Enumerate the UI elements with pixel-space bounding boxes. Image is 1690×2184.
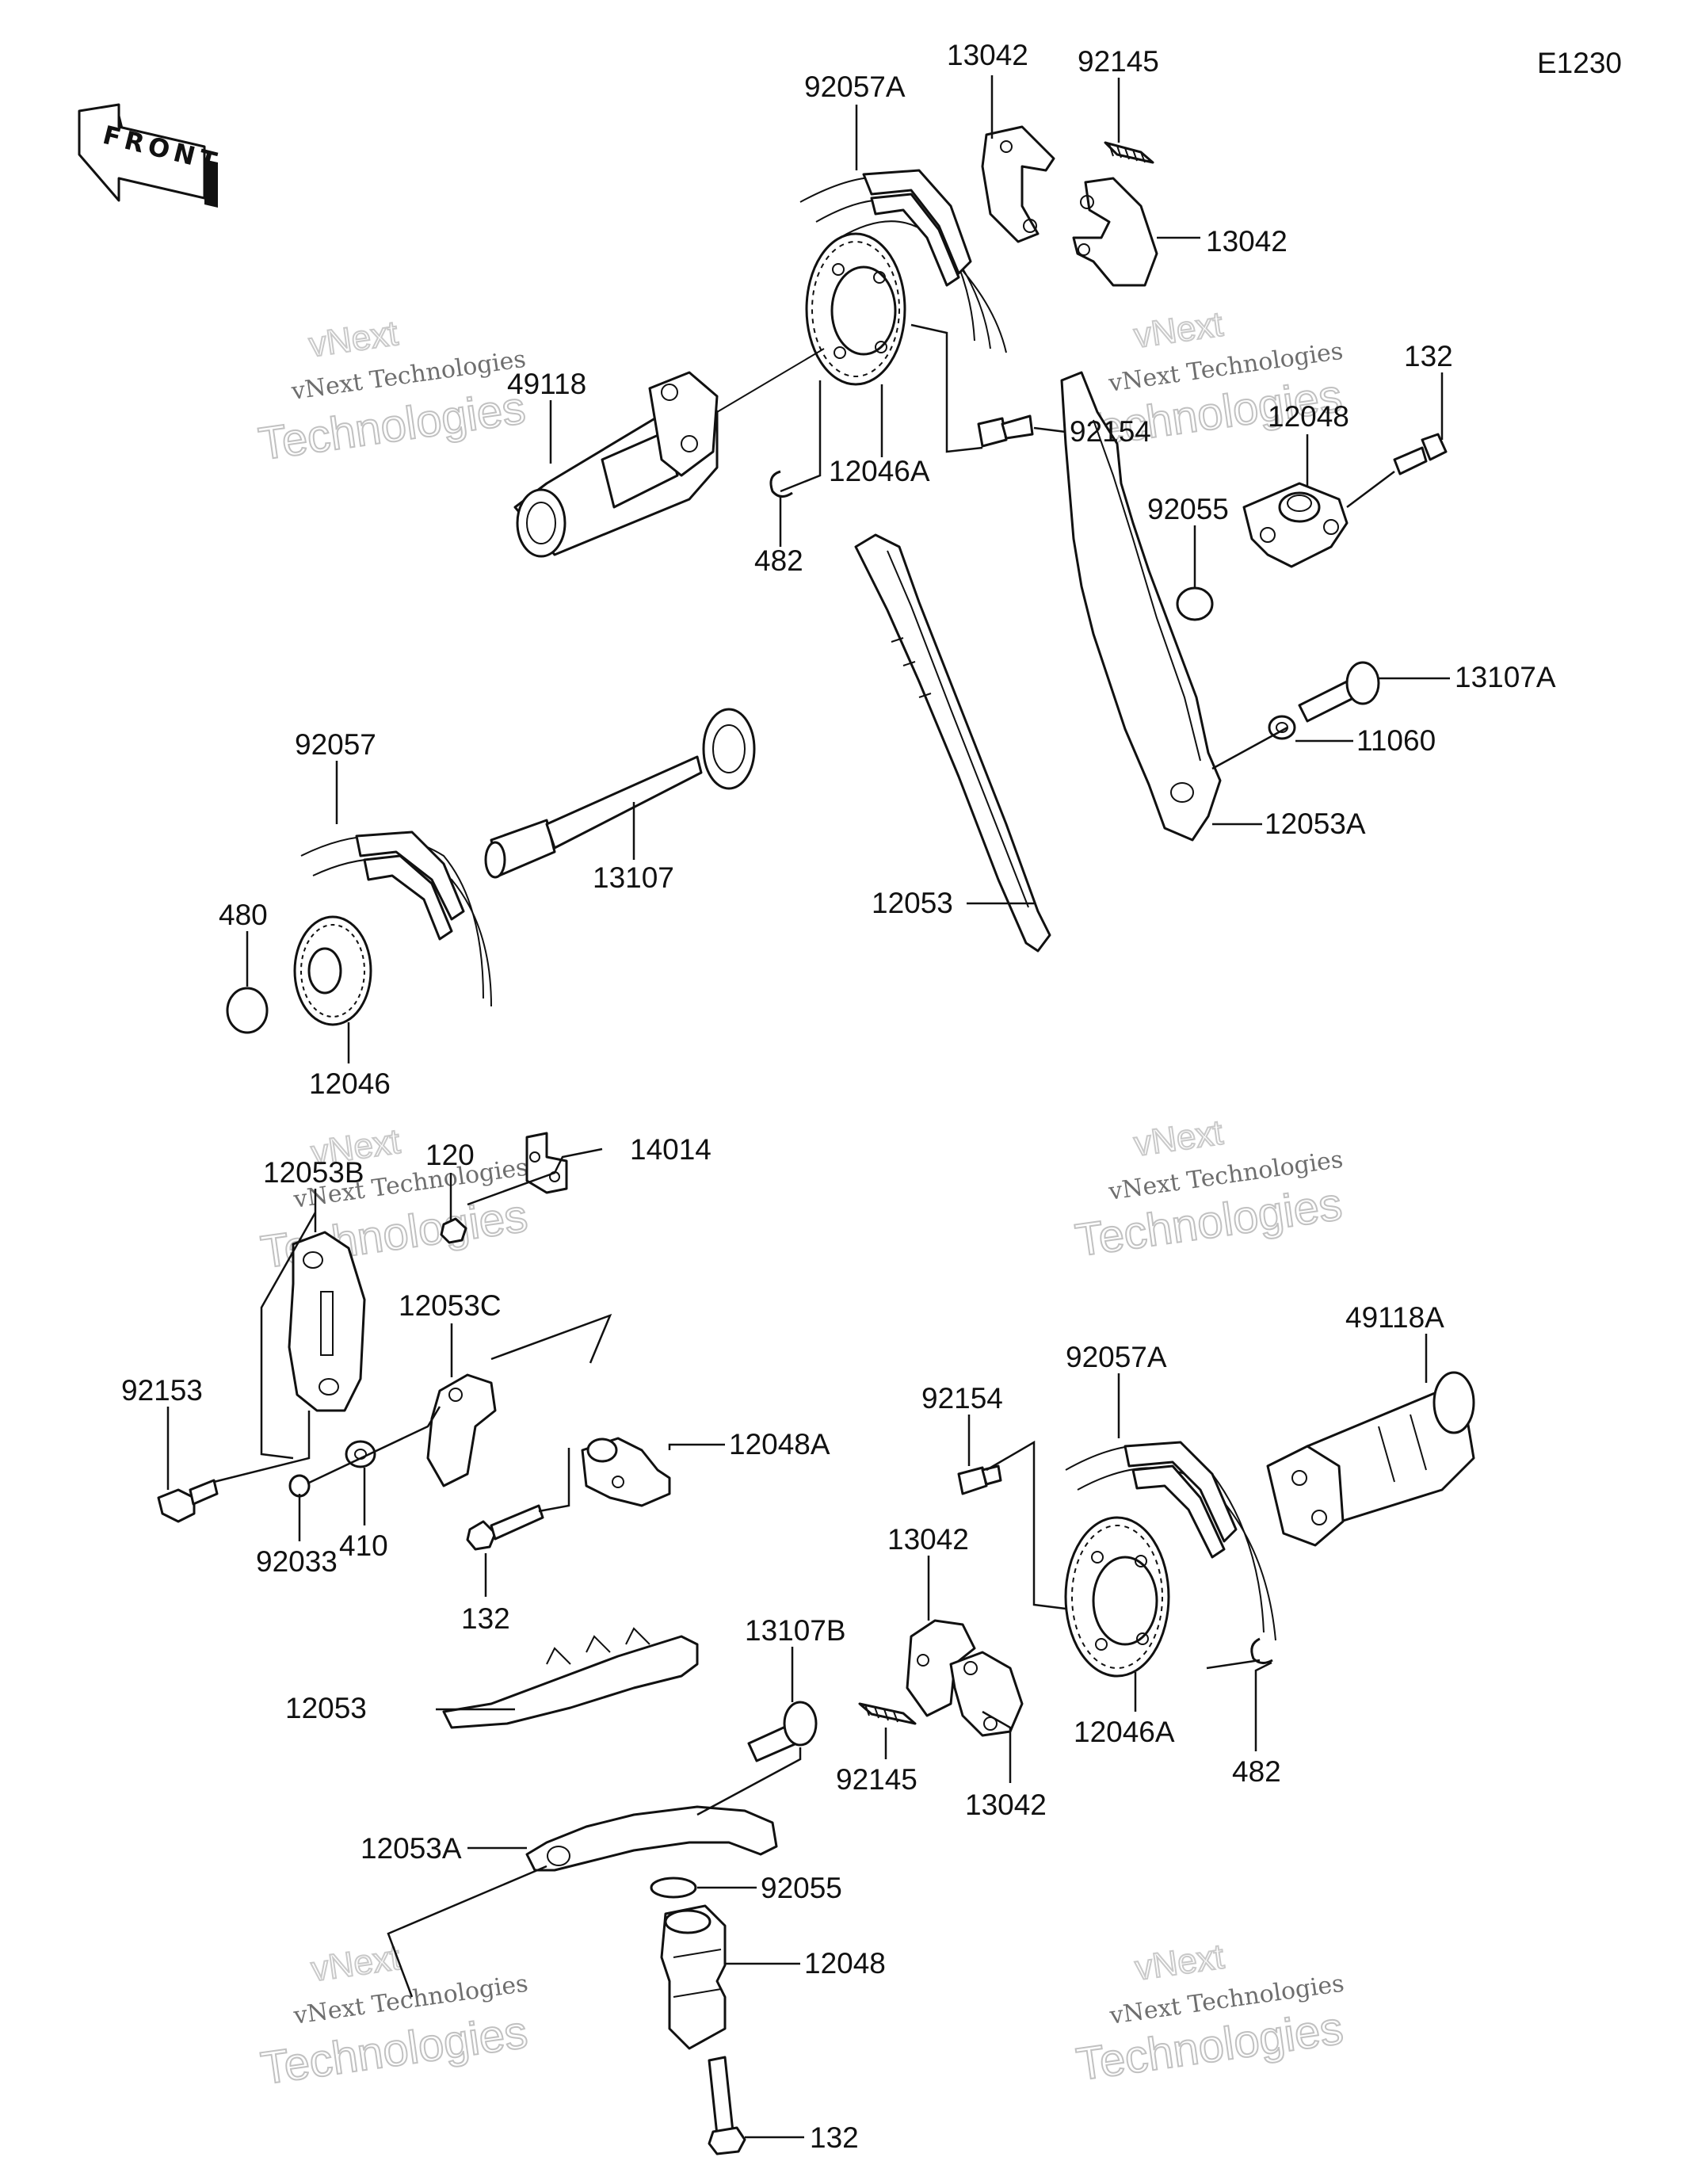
upper-sprocket-bolt xyxy=(977,414,1034,448)
guide-plate-bolt xyxy=(157,1479,219,1523)
part-label: 92145 xyxy=(1078,45,1159,78)
watermark-mid-left: vNext vNext Technologies Technologies xyxy=(257,1121,531,1279)
svg-text:vNext: vNext xyxy=(307,314,400,365)
upper-tensioner-bolt xyxy=(1393,433,1448,475)
part-label: 11060 xyxy=(1356,724,1436,757)
part-label: 480 xyxy=(219,899,268,931)
lower-tensioner-mount-bolt xyxy=(708,2056,746,2155)
part-label: 92055 xyxy=(1147,493,1229,525)
lower-spring xyxy=(858,1702,917,1725)
part-label: 12046A xyxy=(829,455,930,487)
upper-cam-sprocket xyxy=(805,232,906,386)
lower-tensioner-guide xyxy=(525,1805,778,1872)
watermark-bottom-left: vNext vNext Technologies Technologies xyxy=(257,1938,531,2095)
part-labels: 92057A 13042 92145 13042 49118 12046A 92… xyxy=(121,39,1556,2154)
watermark-top-left: vNext vNext Technologies Technologies xyxy=(255,313,529,471)
bracket-nut xyxy=(440,1217,467,1244)
part-label: 12046 xyxy=(309,1067,391,1100)
lower-cam-sprocket xyxy=(1064,1516,1170,1678)
part-label: 12053A xyxy=(1265,808,1366,840)
watermark-top-right: vNext vNext Technologies Technologies xyxy=(1071,304,1345,460)
part-label: 13107B xyxy=(745,1614,846,1647)
idler-chain xyxy=(300,830,492,1007)
idler-shaft xyxy=(484,708,756,879)
part-label: 12048 xyxy=(1268,400,1349,433)
upper-camshaft xyxy=(513,348,825,558)
part-label: 12053A xyxy=(361,1832,462,1865)
chain-guide-plate xyxy=(288,1231,366,1412)
plate-washer xyxy=(345,1440,376,1468)
part-label: 12053C xyxy=(399,1289,502,1322)
part-label: 92033 xyxy=(256,1545,338,1578)
part-label: 13107 xyxy=(593,861,674,894)
part-label: 92055 xyxy=(761,1872,842,1904)
part-label: 120 xyxy=(425,1139,475,1171)
lower-o-ring xyxy=(650,1877,697,1899)
part-label: 92145 xyxy=(836,1763,917,1796)
part-label: 482 xyxy=(1232,1755,1281,1788)
upper-spring xyxy=(1104,141,1154,164)
svg-text:vNext: vNext xyxy=(1131,1113,1225,1164)
upper-cam-chain xyxy=(799,169,1007,353)
part-label: 49118 xyxy=(507,368,586,400)
lower-camshaft xyxy=(1266,1371,1475,1547)
part-label: 49118A xyxy=(1345,1301,1444,1334)
leader-lines xyxy=(166,75,1450,2139)
part-label: 92057A xyxy=(1066,1341,1167,1373)
watermark-mid-right: vNext vNext Technologies Technologies xyxy=(1071,1113,1345,1268)
part-label: 12048A xyxy=(729,1428,830,1460)
part-label: 92153 xyxy=(121,1374,203,1407)
front-arrow-icon: FRONT xyxy=(78,103,224,208)
part-label: 12048 xyxy=(804,1947,886,1980)
lower-tensioner-bolt xyxy=(466,1504,544,1551)
lower-sprocket-bolt xyxy=(957,1464,1002,1495)
lower-cam-chain xyxy=(1065,1441,1276,1641)
part-label: 132 xyxy=(1404,340,1453,372)
part-label: 13042 xyxy=(887,1523,969,1556)
upper-circlip xyxy=(769,470,793,498)
part-label: 12053B xyxy=(263,1156,364,1189)
part-label: 13107A xyxy=(1455,661,1556,693)
small-circlip xyxy=(288,1474,311,1498)
part-label: 12053 xyxy=(872,887,953,919)
watermark-bottom-right: vNext vNext Technologies Technologies xyxy=(1073,1936,1347,2091)
part-label: 410 xyxy=(339,1529,388,1562)
svg-text:vNext: vNext xyxy=(309,1938,402,1989)
part-label: 132 xyxy=(461,1602,510,1635)
guide-stopper-plate xyxy=(426,1373,497,1487)
svg-text:vNext: vNext xyxy=(1133,1937,1226,1987)
lower-guide-pivot-bolt xyxy=(747,1701,818,1762)
lower-tensioner-body xyxy=(660,1904,727,2050)
part-label: 92057A xyxy=(804,71,906,103)
lower-chain-tensioner xyxy=(581,1437,671,1507)
lower-decomp-weight-2 xyxy=(949,1651,1024,1737)
diagram-code: E1230 xyxy=(1537,47,1622,79)
upper-chain-tensioner xyxy=(1242,482,1349,568)
part-label: 13042 xyxy=(947,39,1028,71)
upper-chain-guide xyxy=(854,533,1051,953)
part-label: 13042 xyxy=(1206,225,1288,258)
upper-tensioner-guide xyxy=(1060,371,1222,842)
upper-decomp-weight-1 xyxy=(981,125,1055,243)
part-label: 92057 xyxy=(295,728,376,761)
upper-decomp-weight-2 xyxy=(1072,177,1158,287)
part-label: 92154 xyxy=(1070,415,1151,448)
lower-circlip xyxy=(1250,1637,1273,1664)
lower-chain-guide xyxy=(442,1627,699,1729)
part-label: 92154 xyxy=(921,1382,1003,1415)
idler-sprocket xyxy=(293,915,372,1026)
upper-o-ring xyxy=(1176,586,1214,621)
part-label: 482 xyxy=(754,544,803,577)
part-label: 14014 xyxy=(630,1133,711,1166)
part-label: 12046A xyxy=(1074,1716,1175,1748)
idler-snap-ring xyxy=(226,987,269,1034)
part-label: 132 xyxy=(810,2121,859,2154)
part-label: 12053 xyxy=(285,1692,367,1724)
svg-text:vNext: vNext xyxy=(1131,305,1225,356)
upper-guide-pivot-bolt xyxy=(1298,661,1380,723)
part-label: 13042 xyxy=(965,1789,1047,1821)
